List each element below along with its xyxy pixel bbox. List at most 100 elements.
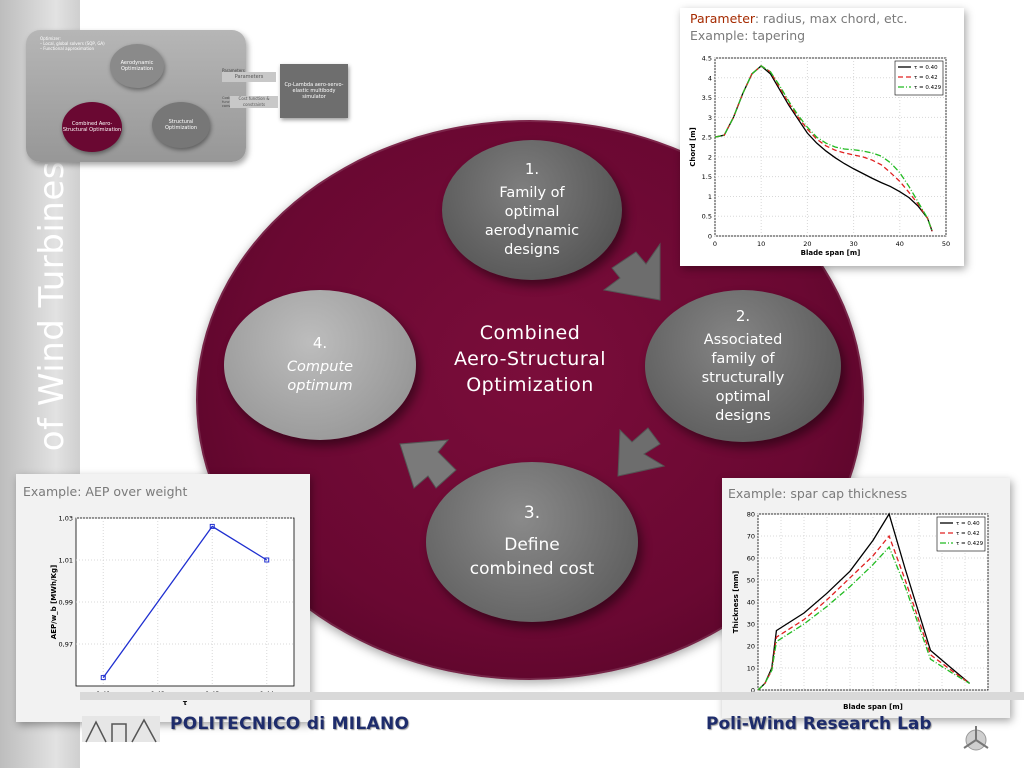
data-point	[264, 557, 270, 563]
footer-divider	[80, 692, 1024, 700]
y-tick-label: 40	[747, 599, 755, 607]
center-title-line: Optimization	[466, 374, 594, 396]
footer-lab: Poli-Wind Research Lab	[706, 714, 932, 734]
step-2-circle: 2. Associated family of structurally opt…	[645, 290, 841, 442]
spar-cap-panel: Example: spar cap thickness 051015202530…	[722, 478, 1010, 718]
center-title-line: Aero-Structural	[453, 348, 607, 370]
series-line	[714, 65, 933, 232]
step-number: 1.	[524, 160, 540, 178]
y-tick-label: 2	[708, 153, 712, 161]
y-tick-label: 60	[747, 555, 755, 563]
x-tick-label: 0	[713, 240, 717, 248]
y-axis-label: Thickness [mm]	[732, 571, 740, 633]
thumbnail-parameters-arrow: Parameters	[222, 72, 276, 82]
thumbnail-simulator-box: Cp-Lambda aero-servo-elastic multibody s…	[280, 64, 348, 118]
spar-cap-chart: 0510152025303540455001020304050607080Bla…	[732, 511, 992, 712]
y-tick-label: 0,97	[59, 641, 73, 649]
y-tick-label: 1,03	[59, 515, 73, 523]
y-axis-label: Chord [m]	[689, 127, 697, 167]
y-tick-label: 30	[747, 621, 755, 629]
thumbnail-circle-combined: Combined Aero-Structural Optimization	[62, 102, 122, 152]
step-text-line: structurally	[701, 369, 785, 386]
step-text-line: optimal	[715, 388, 771, 405]
step-text-line: Compute	[286, 359, 354, 375]
legend-label: τ = 0.42	[914, 75, 938, 81]
center-title: Combined Aero-Structural Optimization	[400, 320, 660, 398]
thumbnail-diagram: Optimizer: – Local, global solvers (SQP,…	[26, 30, 246, 162]
y-tick-label: 1.5	[702, 173, 712, 181]
x-tick-label: 20	[803, 240, 811, 248]
legend-label: τ = 0.429	[914, 85, 942, 91]
y-tick-label: 3	[708, 114, 712, 122]
legend-label: τ = 0.40	[956, 521, 980, 527]
x-tick-label: 50	[942, 240, 950, 248]
x-axis-label: τ	[183, 699, 188, 707]
x-axis-label: Blade span [m]	[801, 249, 861, 257]
legend-label: τ = 0.42	[956, 531, 980, 537]
series-line	[714, 65, 933, 232]
step-number: 2.	[735, 306, 751, 325]
thumbnail-intro-line: – Local, global solvers (SQP, GA)	[40, 41, 105, 46]
step-4-circle: 4. Compute optimum	[224, 290, 416, 440]
caption-rest: : radius, max chord, etc.	[754, 11, 908, 26]
thumbnail-intro-line: Optimizer:	[40, 36, 61, 41]
aep-panel: Example: AEP over weight 0.410.420.430.4…	[16, 474, 310, 722]
step-text-line: optimum	[287, 378, 353, 394]
spar-cap-caption: Example: spar cap thickness	[728, 486, 908, 501]
caption-keyword: Parameter	[690, 11, 755, 26]
y-tick-label: 10	[747, 665, 755, 673]
x-tick-label: 30	[849, 240, 857, 248]
y-tick-label: 3.5	[702, 94, 712, 102]
x-tick-label: 40	[896, 240, 904, 248]
data-point	[209, 523, 215, 529]
step-1-circle: 1. Family of optimal aerodynamic designs	[442, 140, 622, 280]
step-number: 4.	[312, 334, 328, 352]
step-text-line: designs	[504, 242, 560, 258]
y-tick-label: 80	[747, 511, 755, 519]
series-line	[102, 525, 268, 678]
tapering-panel: Parameter: radius, max chord, etc. Examp…	[680, 8, 964, 266]
y-tick-label: 0	[708, 233, 712, 241]
step-text-line: combined cost	[469, 559, 595, 579]
thumbnail-intro-line: – Functional approximation	[40, 46, 95, 51]
series-line	[757, 545, 970, 691]
wind-lab-logo-icon	[963, 726, 989, 751]
thumbnail-cost-arrow: Cost function & constraints	[230, 96, 278, 108]
y-tick-label: 50	[747, 577, 755, 585]
arrow-2-to-3	[617, 427, 666, 477]
step-text-line: family of	[711, 350, 775, 367]
step-text-line: Associated	[703, 331, 783, 348]
aep-caption: Example: AEP over weight	[23, 484, 188, 499]
y-tick-label: 20	[747, 643, 755, 651]
y-axis-label: AEP/w_b [MWh/Kg]	[50, 565, 58, 639]
y-tick-label: 0.5	[702, 213, 712, 221]
y-tick-label: 4	[708, 74, 712, 82]
legend-label: τ = 0.40	[914, 65, 938, 71]
step-3-circle: 3. Define combined cost	[426, 462, 638, 622]
thumbnail-intro: Optimizer: – Local, global solvers (SQP,…	[40, 36, 105, 51]
x-tick-label: 10	[757, 240, 765, 248]
y-tick-label: 4.5	[702, 55, 712, 63]
step-text-line: optimal	[504, 204, 560, 220]
step-text-line: Define	[504, 535, 560, 555]
step-text-line: Family of	[499, 185, 565, 201]
tapering-caption-line2: Example: tapering	[690, 28, 806, 43]
legend-label: τ = 0.429	[956, 541, 984, 547]
arrow-1-to-2	[602, 242, 661, 301]
step-text-line: aerodynamic	[484, 223, 580, 239]
y-tick-label: 1	[708, 193, 712, 201]
thumbnail-circle-structural: Structural Optimization	[152, 102, 210, 148]
y-tick-label: 1,01	[59, 557, 73, 565]
politecnico-logo-icon	[82, 716, 160, 743]
y-tick-label: 70	[747, 533, 755, 541]
thumbnail-circle-aero: Aerodynamic Optimization	[110, 44, 164, 88]
aep-chart: 0.410.420.430.440,970,991,011,03τAEP/w_b…	[50, 515, 295, 707]
arrow-3-to-4	[399, 439, 457, 489]
center-title-line: Combined	[479, 322, 581, 344]
step-text-line: designs	[715, 407, 771, 424]
y-tick-label: 0	[751, 687, 755, 695]
footer-institution: POLITECNICO di MILANO	[170, 714, 410, 734]
y-tick-label: 2.5	[702, 134, 712, 142]
